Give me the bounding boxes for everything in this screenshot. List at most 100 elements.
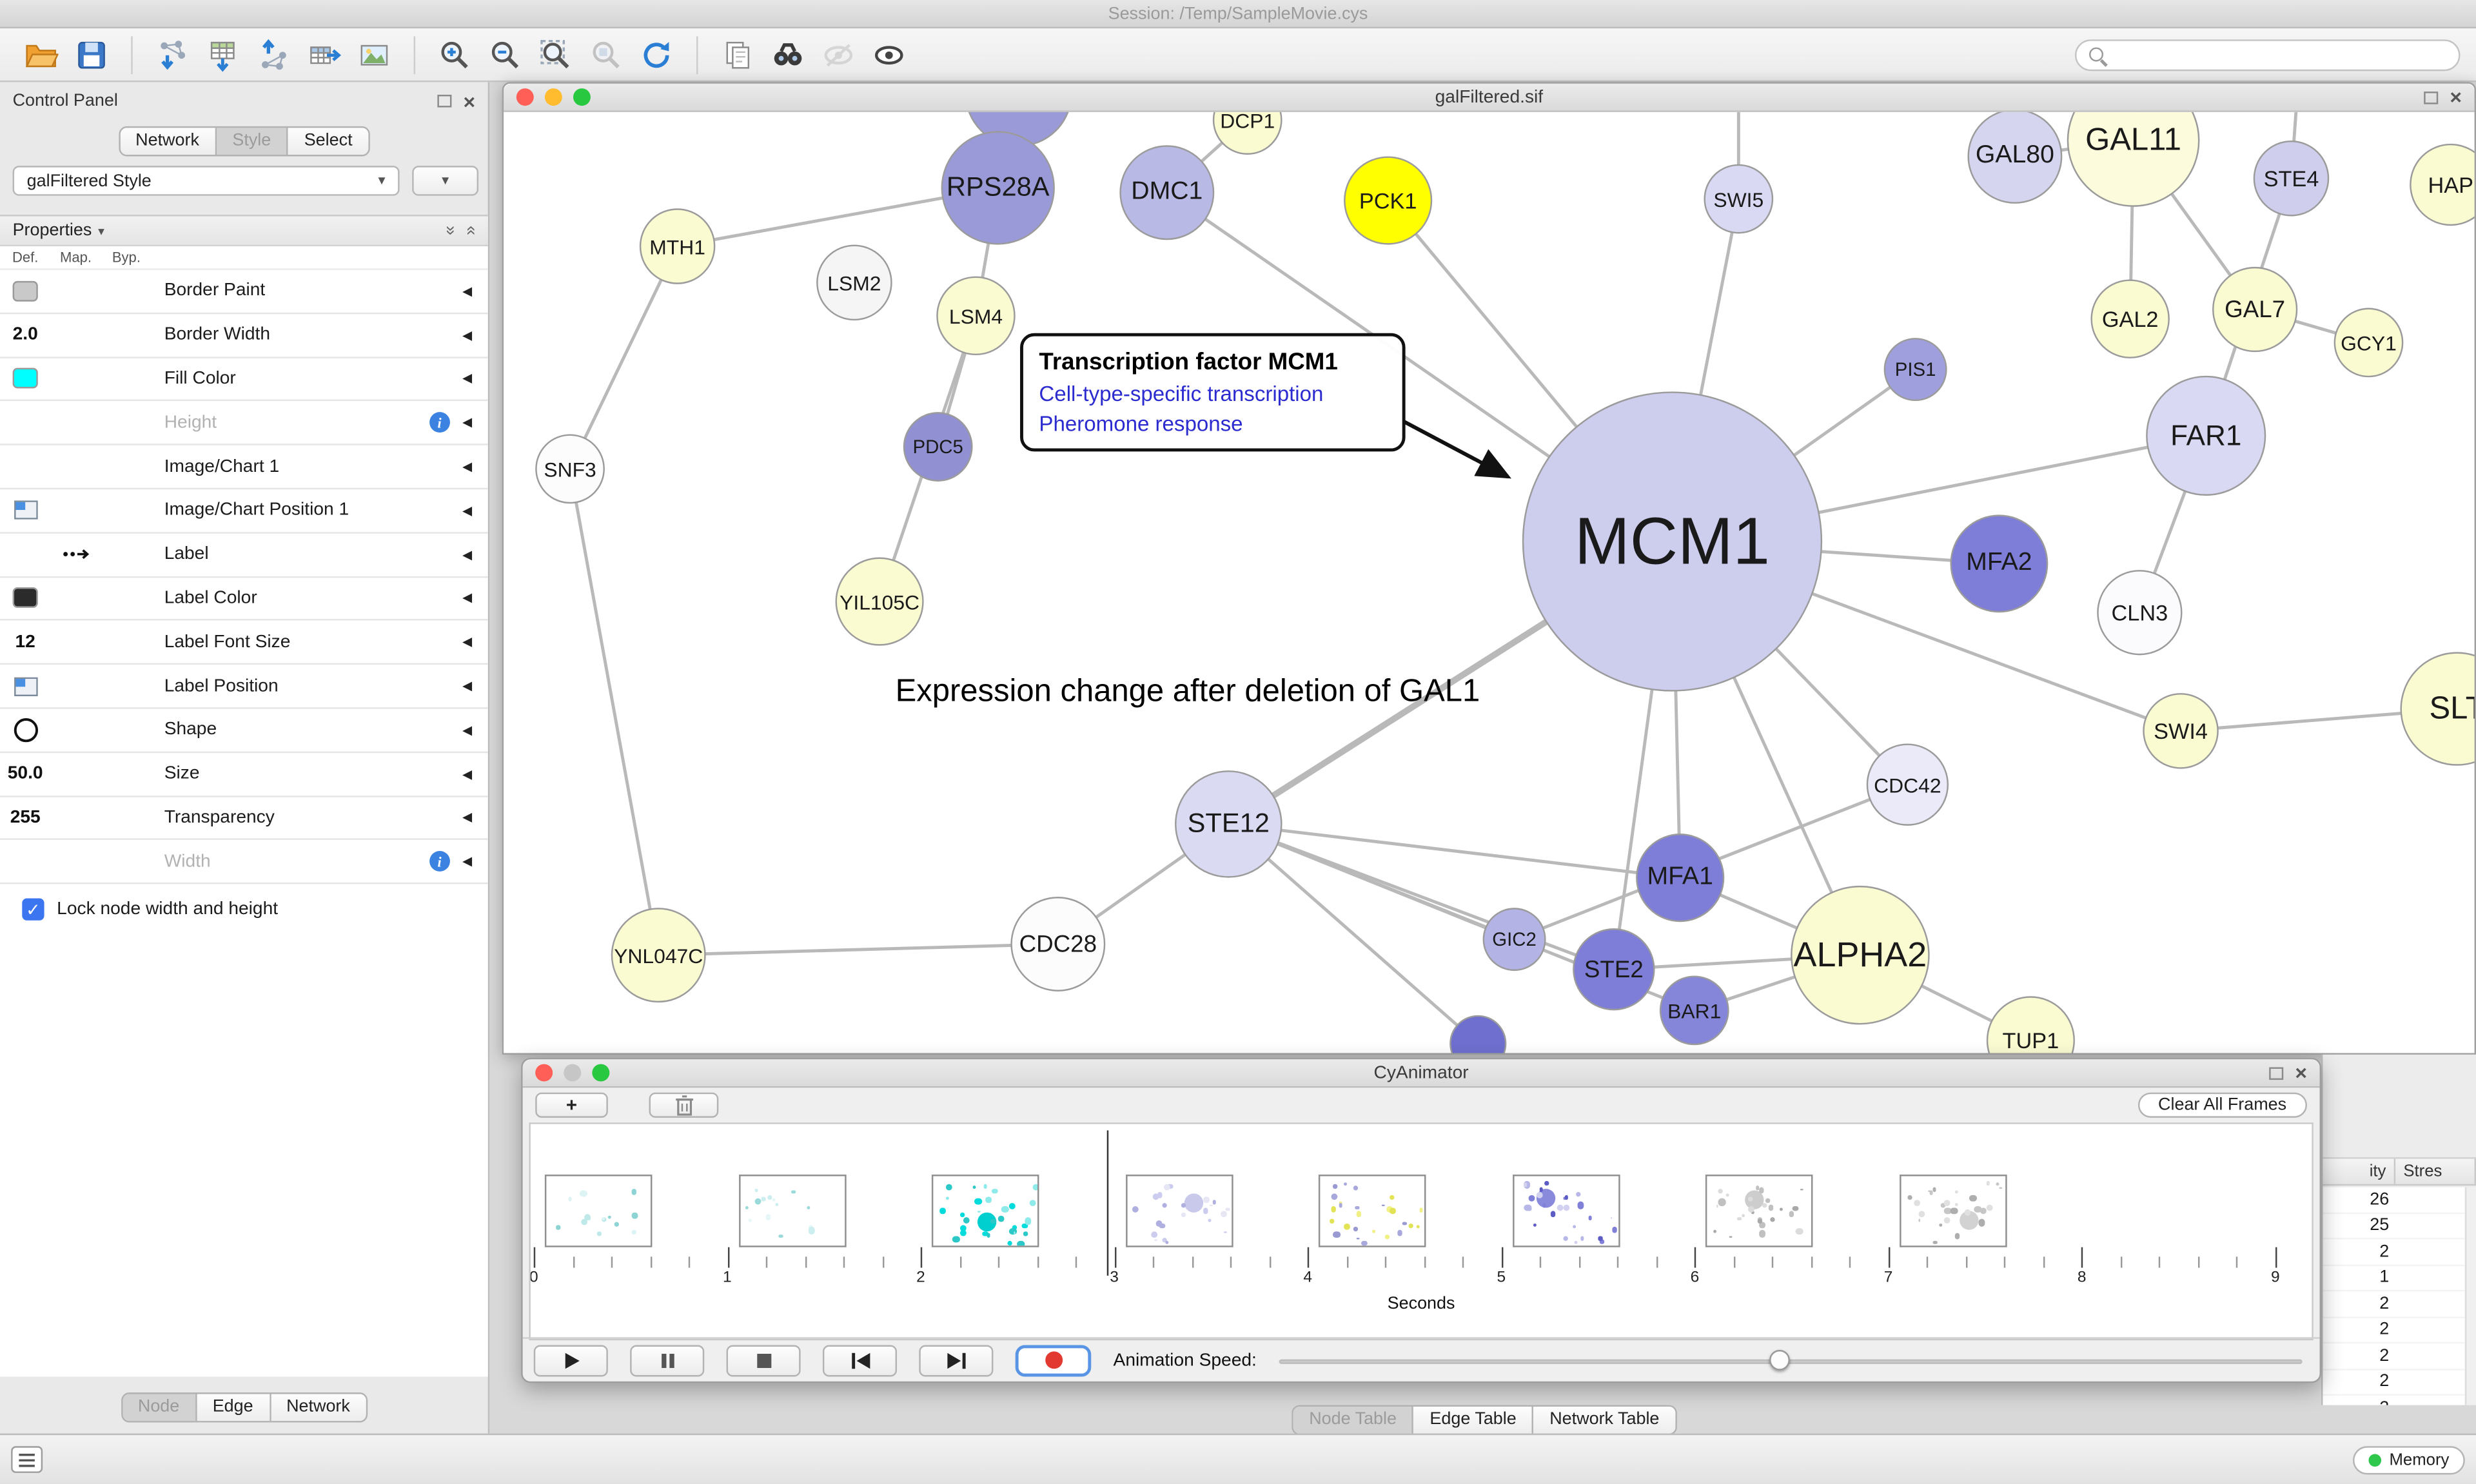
table-row[interactable]: 2 (2323, 1369, 2465, 1396)
expand-arrow-icon[interactable]: ◀ (462, 459, 473, 474)
node-gic2[interactable]: GIC2 (1482, 908, 1546, 971)
node-far1[interactable]: FAR1 (2146, 375, 2266, 496)
minimize-traffic-light[interactable] (544, 88, 562, 106)
close-traffic-light[interactable] (535, 1064, 553, 1082)
previous-frame-button[interactable] (822, 1344, 898, 1376)
node-alpha2[interactable]: ALPHA2 (1791, 885, 1930, 1025)
tab-network[interactable]: Network (119, 128, 217, 155)
next-frame-button[interactable] (919, 1344, 994, 1376)
copy-icon[interactable] (715, 34, 760, 75)
node-ynl047c[interactable]: YNL047C (611, 908, 706, 1003)
column-header[interactable]: ity (2323, 1158, 2396, 1184)
annotation-link[interactable]: Cell-type-specific transcription (1039, 382, 1324, 406)
property-cell[interactable] (0, 716, 50, 743)
add-frame-button[interactable]: + (535, 1092, 608, 1118)
node-gal7[interactable]: GAL7 (2212, 266, 2298, 353)
speed-slider-thumb[interactable] (1770, 1349, 1791, 1370)
property-row[interactable]: Image/Chart 1◀ (0, 445, 488, 490)
zoom-traffic-light[interactable] (573, 88, 591, 106)
expand-arrow-icon[interactable]: ◀ (462, 591, 473, 606)
expand-arrow-icon[interactable]: ◀ (462, 284, 473, 298)
memory-button[interactable]: Memory (2353, 1445, 2465, 1474)
expand-all-icon[interactable]: » (460, 226, 480, 236)
clear-all-frames-button[interactable]: Clear All Frames (2137, 1092, 2307, 1118)
expand-arrow-icon[interactable]: ◀ (462, 547, 473, 562)
zoom-fit-icon[interactable] (534, 34, 578, 75)
property-row[interactable]: Label◀ (0, 533, 488, 578)
node-swi5[interactable]: SWI5 (1704, 164, 1774, 234)
annotation-box[interactable]: Transcription factor MCM1 Cell-type-spec… (1020, 333, 1406, 452)
delete-frame-button[interactable] (649, 1092, 719, 1118)
node-gal2[interactable]: GAL2 (2090, 279, 2170, 358)
save-session-icon[interactable] (70, 34, 114, 75)
table-row[interactable]: 26 (2323, 1187, 2465, 1214)
tab-select[interactable]: Select (288, 128, 369, 155)
column-header[interactable]: Stres (2395, 1158, 2476, 1184)
close-icon[interactable]: × (2450, 85, 2462, 109)
node-mcm1[interactable]: MCM1 (1522, 391, 1823, 692)
search-input[interactable] (2112, 44, 2446, 64)
node-ste4[interactable]: STE4 (2253, 140, 2330, 217)
properties-header[interactable]: Properties ▾ » » (0, 216, 488, 247)
frame-thumbnail-4[interactable] (1319, 1175, 1427, 1247)
property-row[interactable]: Image/Chart Position 1◀ (0, 489, 488, 534)
expand-arrow-icon[interactable]: ◀ (462, 766, 473, 781)
animation-speed-slider[interactable] (1279, 1344, 2303, 1376)
frame-thumbnail-1[interactable] (738, 1175, 846, 1247)
stop-button[interactable] (726, 1344, 801, 1376)
property-cell[interactable]: 50.0 (7, 764, 43, 784)
property-row[interactable]: Label Color◀ (0, 577, 488, 621)
node-gcy1[interactable]: GCY1 (2334, 308, 2404, 378)
table-row[interactable]: 25 (2323, 1213, 2465, 1240)
property-cell[interactable] (0, 588, 50, 609)
node-yil105c[interactable]: YIL105C (835, 557, 924, 646)
import-table-icon[interactable] (201, 34, 245, 75)
network-caption[interactable]: Expression change after deletion of GAL1 (895, 674, 1480, 709)
node-ste2[interactable]: STE2 (1573, 928, 1655, 1011)
tab-node[interactable]: Node (122, 1394, 197, 1421)
table-row[interactable]: 1 (2323, 1265, 2465, 1292)
property-cell[interactable] (0, 676, 50, 696)
node-gal80[interactable]: GAL80 (1967, 112, 2063, 204)
play-button[interactable] (533, 1344, 608, 1376)
export-table-icon[interactable] (302, 34, 346, 75)
node-ste12[interactable]: STE12 (1175, 770, 1282, 878)
node-lsm4[interactable]: LSM4 (936, 276, 1016, 356)
close-icon[interactable]: × (463, 89, 476, 113)
frame-thumbnail-2[interactable] (932, 1175, 1039, 1247)
node-lsm2[interactable]: LSM2 (816, 244, 892, 321)
expand-arrow-icon[interactable]: ◀ (462, 810, 473, 825)
node-cdc28[interactable]: CDC28 (1010, 897, 1106, 991)
hide-icon[interactable] (816, 34, 861, 75)
node-dmc1[interactable]: DMC1 (1119, 145, 1215, 240)
table-row[interactable]: 2 (2323, 1318, 2465, 1344)
import-network-icon[interactable] (150, 34, 195, 75)
zoom-selected-icon[interactable] (584, 34, 629, 75)
frame-thumbnail-3[interactable] (1125, 1175, 1233, 1247)
expand-arrow-icon[interactable]: ◀ (462, 327, 473, 342)
node-pck1[interactable]: PCK1 (1344, 156, 1433, 245)
node-pis1[interactable]: PIS1 (1883, 338, 1947, 402)
find-icon[interactable] (766, 34, 811, 75)
node-snf3[interactable]: SNF3 (535, 434, 605, 504)
property-cell[interactable] (50, 545, 101, 563)
property-row[interactable]: Fill Color◀ (0, 358, 488, 402)
playhead[interactable] (1106, 1130, 1109, 1276)
property-cell[interactable]: 2.0 (12, 325, 38, 345)
table-row[interactable]: 2 (2323, 1291, 2465, 1318)
node-rps28a[interactable]: RPS28A (941, 131, 1055, 245)
panel-list-button[interactable] (11, 1446, 43, 1473)
node-pdc5[interactable]: PDC5 (903, 412, 973, 482)
style-options-button[interactable]: ▾ (412, 166, 479, 196)
collapse-all-icon[interactable]: » (440, 226, 460, 236)
property-cell[interactable] (0, 501, 50, 520)
property-cell[interactable]: 255 (10, 808, 41, 828)
zoom-traffic-light[interactable] (592, 1064, 610, 1082)
property-cell[interactable] (0, 280, 50, 302)
expand-arrow-icon[interactable]: ◀ (462, 415, 473, 430)
minimize-traffic-light[interactable] (564, 1064, 582, 1082)
export-image-icon[interactable] (352, 34, 397, 75)
